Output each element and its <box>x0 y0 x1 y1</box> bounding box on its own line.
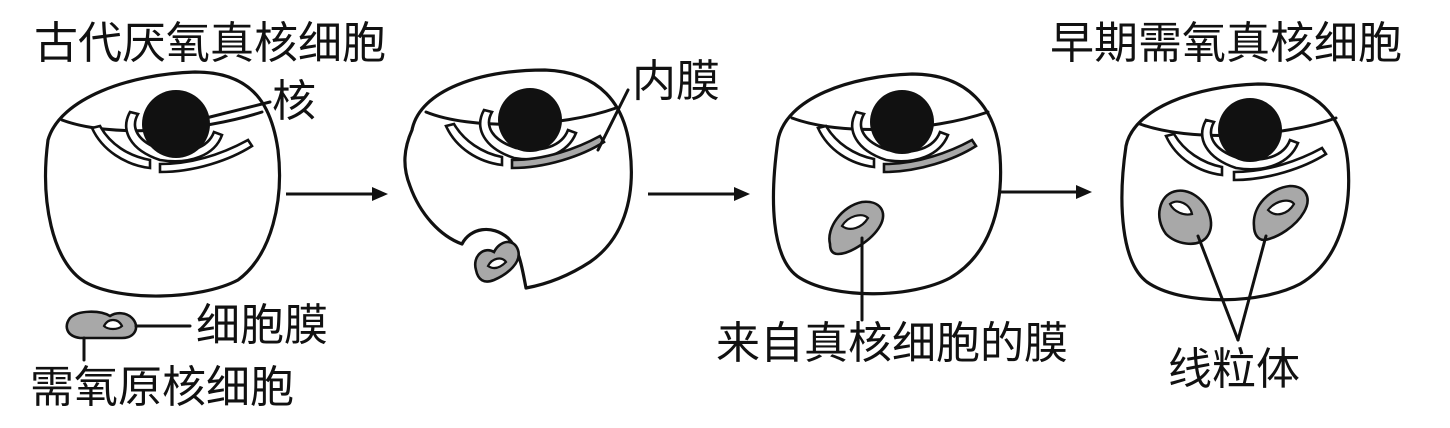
label-cell-membrane: 细胞膜 <box>196 300 328 351</box>
label-aerobic-prokaryote: 需氧原核细胞 <box>30 362 294 413</box>
engulfed-prokaryote-inner <box>486 257 508 270</box>
cell-3-er-lower <box>882 138 978 174</box>
aerobic-prokaryote <box>65 310 192 362</box>
label-ancient-anaerobic-eukaryote: 古代厌氧真核细胞 <box>34 18 386 69</box>
cell-4-er-outer <box>1164 132 1224 177</box>
label-inner-membrane: 内膜 <box>632 56 720 107</box>
cell-engulfing <box>403 68 633 290</box>
cell-endosymbiont <box>771 72 1003 322</box>
aerobic-prokaryote-body <box>65 310 138 340</box>
cell-early-aerobic-eukaryote <box>1120 82 1351 342</box>
cell-3-er-outer <box>816 124 876 169</box>
label-mitochondria: 线粒体 <box>1168 344 1300 395</box>
arrow-2-head <box>734 187 750 201</box>
mitochondria-leader-left <box>1196 234 1240 342</box>
arrow-3-head <box>1076 185 1092 199</box>
arrow-3 <box>998 185 1092 199</box>
arrow-1 <box>286 187 388 201</box>
inner-membrane-leader <box>596 88 630 152</box>
mitochondrion-left-inner <box>1168 200 1194 216</box>
cell-4-outline <box>1120 82 1351 302</box>
arrow-2 <box>648 187 750 201</box>
cell-4-er-lower <box>1232 146 1328 182</box>
nucleus-leader <box>204 100 272 120</box>
cell-1-er-outer <box>90 124 152 170</box>
cell-2-nucleus <box>498 88 562 152</box>
cell-ancient-anaerobic-eukaryote <box>44 70 282 298</box>
cell-2-er-outer <box>444 122 504 167</box>
arrow-1-head <box>372 187 388 201</box>
cell-1-er-lower <box>158 138 254 174</box>
aerobic-prokaryote-notch <box>102 318 124 331</box>
cell-4-er-band <box>1200 118 1300 171</box>
label-early-aerobic-eukaryote: 早期需氧真核细胞 <box>1050 18 1402 69</box>
endosymbiont-inner <box>840 214 870 230</box>
label-membrane-from-eukaryote: 来自真核细胞的膜 <box>716 318 1068 369</box>
label-nucleus: 核 <box>272 76 316 127</box>
cell-1-nucleus <box>142 90 210 158</box>
cell-4-nucleus <box>1218 98 1282 162</box>
mitochondria-leader-right <box>1236 234 1268 342</box>
mitochondrion-right-inner <box>1266 199 1296 216</box>
cell-2-outline <box>403 68 633 290</box>
cell-3-nucleus <box>870 90 934 154</box>
cell-3-er-band <box>850 110 950 163</box>
cell-2-er-band <box>478 108 578 161</box>
cell-2-er-lower <box>510 134 606 170</box>
